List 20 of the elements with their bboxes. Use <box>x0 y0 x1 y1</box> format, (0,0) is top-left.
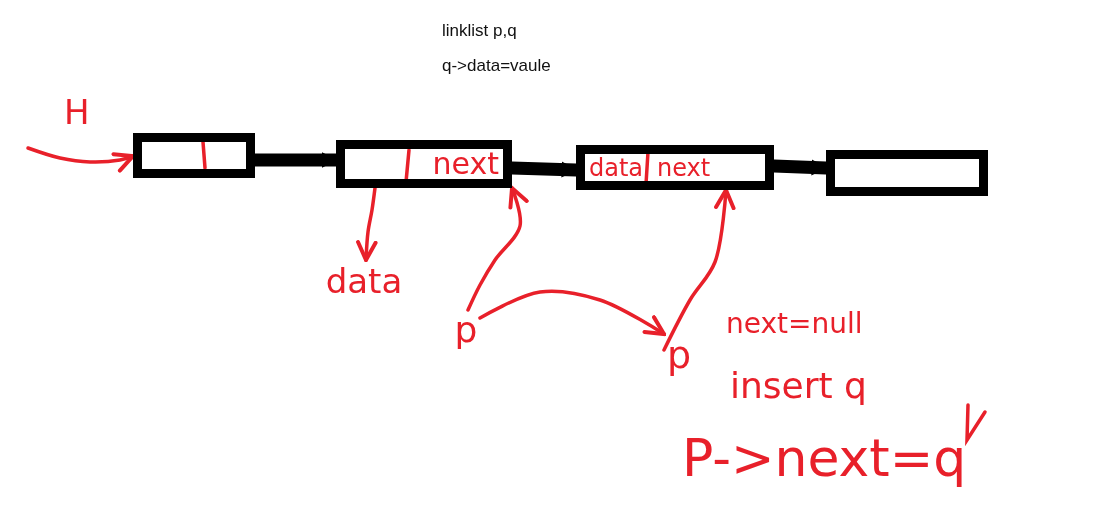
list-node-box <box>826 150 988 196</box>
handwritten-text: insert q <box>730 368 867 404</box>
handwritten-text: H <box>64 95 90 129</box>
code-text: q->data=vaule <box>442 57 551 74</box>
handwritten-text: data <box>308 260 420 302</box>
arrow <box>478 289 666 336</box>
arrow <box>356 186 378 262</box>
handwritten-text: data <box>589 155 644 180</box>
handwritten-text: next <box>657 155 711 180</box>
handwritten-text: next=null <box>726 310 863 338</box>
handwritten-text: p <box>452 310 480 350</box>
handwritten-text: next <box>432 149 499 179</box>
code-text: linklist p,q <box>442 22 517 39</box>
arrow <box>26 146 135 173</box>
list-node-box <box>336 140 512 188</box>
list-node-box <box>576 145 774 190</box>
arrow <box>466 186 529 312</box>
arrow <box>662 188 736 352</box>
handwritten-text: p <box>664 334 694 376</box>
list-node-box <box>133 133 255 178</box>
